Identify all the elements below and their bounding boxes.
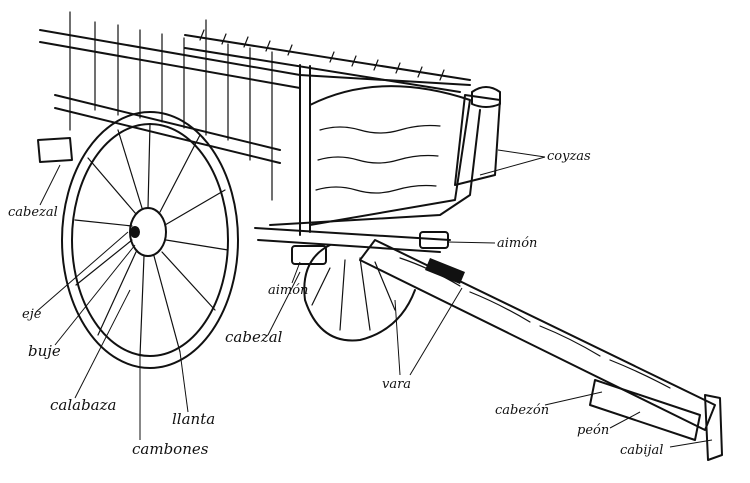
far-rail	[184, 34, 471, 81]
coyzas-post	[454, 94, 501, 186]
front-wheel	[61, 111, 239, 369]
side-rail-top	[39, 29, 471, 86]
label-calabaza: calabaza	[50, 396, 117, 414]
side-rail-mid-2	[54, 107, 281, 164]
cabezon-block	[589, 379, 701, 441]
cart-front-panel	[309, 85, 471, 226]
wood-grain	[315, 124, 441, 194]
axle-beam-2	[257, 239, 441, 253]
rear-wheel	[303, 244, 416, 342]
far-spikes	[199, 29, 445, 81]
label-cabezal-center: cabezal	[225, 328, 283, 346]
label-vara: vara	[382, 377, 412, 392]
coyzas-cap	[471, 86, 501, 108]
label-cabezon: cabezón	[495, 403, 550, 418]
leader-lines	[35, 149, 713, 448]
label-aimon-center: aimón	[268, 283, 309, 298]
cart-bed	[269, 109, 481, 226]
label-eje: eje	[22, 307, 42, 322]
label-aimon-right: aimón	[497, 236, 538, 251]
rail-stakes	[69, 11, 311, 236]
rear-cabezal-bracket	[37, 137, 73, 163]
side-rail-top-inner	[39, 41, 301, 89]
cabijal-peg	[704, 394, 723, 461]
label-cabijal: cabijal	[620, 443, 664, 458]
label-cabezal-left: cabezal	[8, 205, 58, 220]
label-llanta: llanta	[172, 410, 216, 428]
vara-grain	[399, 257, 671, 389]
label-peon: peón	[577, 423, 610, 438]
vara-shaft	[359, 239, 716, 431]
vara-binding	[425, 258, 465, 284]
label-buje: buje	[28, 342, 61, 360]
label-cambones: cambones	[132, 440, 209, 458]
far-rail-2	[184, 47, 461, 93]
side-rail-mid	[54, 94, 281, 151]
aimon-block-center	[291, 245, 327, 265]
axle-beam	[254, 227, 451, 241]
label-coyzas: coyzas	[547, 149, 591, 164]
